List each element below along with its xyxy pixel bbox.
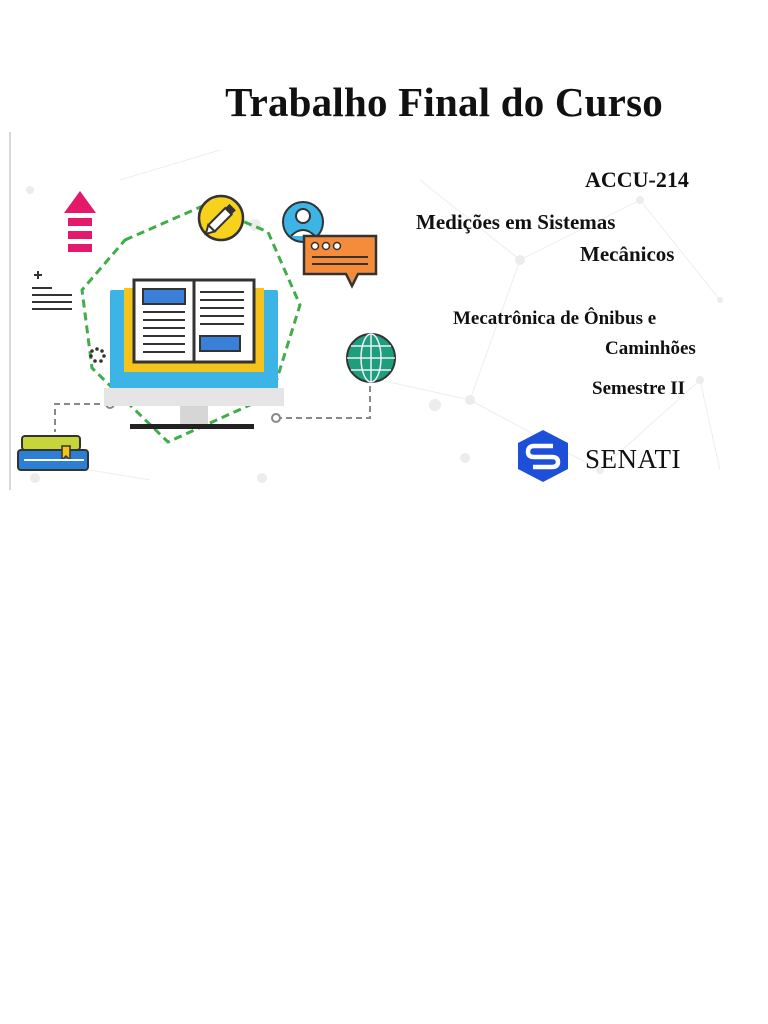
page-title: Trabalho Final do Curso [225,79,663,125]
globe-icon [346,333,396,383]
upload-arrow-icon [64,191,96,252]
course-name-line2: Mecânicos [580,242,675,266]
course-name-line1: Medições em Sistemas [416,210,616,234]
institution-name: SENATI [585,444,681,474]
program-line2: Caminhões [605,338,696,359]
divider [9,132,11,490]
books-icon [17,435,89,471]
book-icon [124,278,264,372]
program-line1: Mecatrônica de Ônibus e [453,308,657,329]
loading-icon [89,347,106,363]
pen-icon [197,194,245,242]
course-code: ACCU-214 [585,167,689,192]
connector-left [54,403,110,432]
semester-label: Semestre II [592,378,686,399]
list-icon [32,271,72,310]
connector-right [276,380,371,419]
senati-logo-icon [518,430,568,482]
user-chat-icon [282,201,378,289]
